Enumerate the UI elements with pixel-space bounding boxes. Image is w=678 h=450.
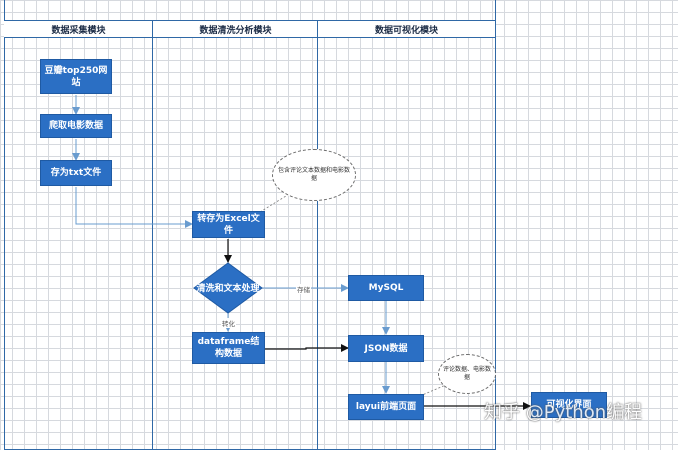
decision-diamond-clean	[193, 262, 263, 314]
node-clean-text[interactable]: 清洗和文本处理	[196, 284, 260, 294]
node-layui[interactable]: layui前端页面	[348, 394, 424, 420]
lane-divider-1	[152, 20, 153, 450]
node-json[interactable]: JSON数据	[348, 335, 424, 362]
watermark: 知乎 @Python编程	[484, 402, 643, 423]
node-crawl-movie-data[interactable]: 爬取电影数据	[40, 114, 112, 138]
lane-header-visualization: 数据可视化模块	[318, 20, 495, 38]
node-mysql[interactable]: MySQL	[348, 275, 424, 301]
lane-header-collection: 数据采集模块	[4, 20, 153, 38]
edge-label-convert: 转化	[221, 318, 236, 328]
lane-header-cleaning: 数据清洗分析模块	[153, 20, 318, 38]
node-dataframe[interactable]: dataframe结构数据	[192, 332, 265, 364]
note-excel: 包含评论文本数据和电影数据	[272, 149, 356, 201]
note-layui: 评论数据、电影数据	[438, 354, 496, 394]
node-save-txt[interactable]: 存为txt文件	[40, 160, 112, 186]
node-to-excel[interactable]: 转存为Excel文件	[192, 211, 265, 238]
edge-save-excel	[75, 187, 193, 228]
node-visual-interface[interactable]: 可视化界面	[531, 392, 607, 418]
edge-dataframe-json	[265, 344, 349, 352]
node-douban-top250[interactable]: 豆瓣top250网站	[40, 59, 112, 94]
edge-label-store: 存储	[296, 284, 311, 294]
lane-divider-2	[317, 20, 318, 450]
note-link-excel	[259, 195, 287, 213]
